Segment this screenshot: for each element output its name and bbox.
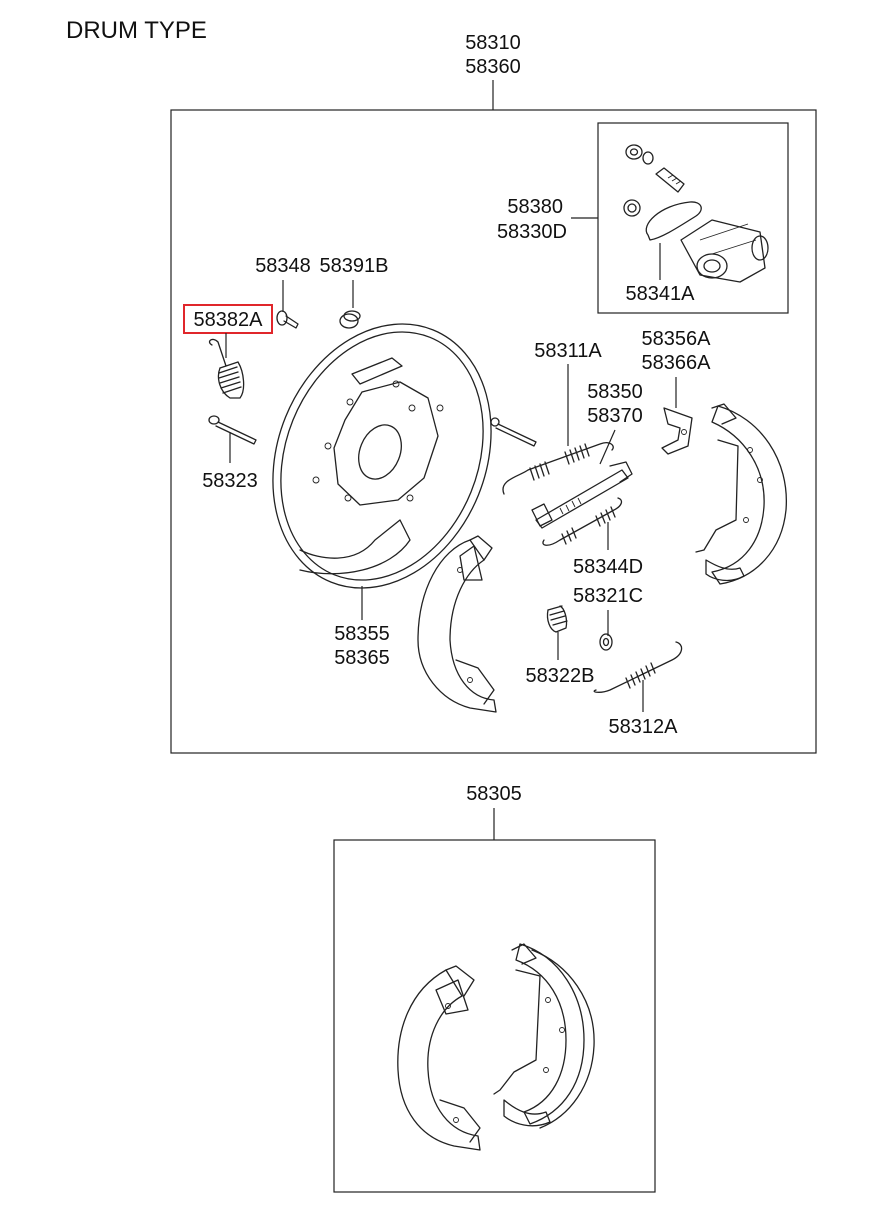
label-gasket[interactable]: 58341A bbox=[626, 283, 696, 305]
leader-adjuster bbox=[599, 429, 616, 465]
label-plug[interactable]: 58391B bbox=[320, 255, 389, 277]
adjuster-graphic bbox=[531, 461, 633, 529]
label-spring-adjuster[interactable]: 58344D bbox=[573, 556, 643, 578]
upper-spring-graphic bbox=[502, 442, 614, 495]
adjuster-spring-graphic bbox=[542, 497, 623, 546]
bolt-graphic bbox=[276, 310, 299, 329]
plug-graphic bbox=[339, 310, 361, 329]
backing-plate-graphic bbox=[272, 323, 492, 589]
label-wheel-cylinder-kit-2[interactable]: 58330D bbox=[497, 221, 567, 243]
right-shoe-graphic bbox=[695, 403, 787, 585]
label-lever-2[interactable]: 58366A bbox=[642, 352, 712, 374]
brake-shoe-graphic bbox=[417, 535, 497, 713]
label-pin[interactable]: 58323 bbox=[202, 470, 258, 492]
diagram-title: DRUM TYPE bbox=[66, 17, 207, 44]
label-assembly-2[interactable]: 58360 bbox=[465, 56, 521, 78]
cup-graphic bbox=[599, 633, 613, 651]
lower-spring-graphic bbox=[593, 641, 683, 693]
label-spring-upper[interactable]: 58311A bbox=[534, 340, 602, 362]
shoe-kit-frame bbox=[333, 839, 656, 1193]
label-backing-plate-1[interactable]: 58355 bbox=[334, 623, 390, 645]
shoe-kit-graphic bbox=[397, 943, 595, 1151]
label-selected-part[interactable]: 58382A bbox=[194, 309, 264, 331]
label-assembly-1[interactable]: 58310 bbox=[465, 32, 521, 54]
label-wheel-cylinder-kit-1[interactable]: 58380 bbox=[507, 196, 563, 218]
hold-down-spring-graphic bbox=[208, 338, 245, 399]
label-lever-1[interactable]: 58356A bbox=[642, 328, 712, 350]
wheel-cylinder-parts bbox=[623, 144, 769, 283]
label-bolt[interactable]: 58348 bbox=[255, 255, 311, 277]
label-spring-lower[interactable]: 58312A bbox=[609, 716, 679, 738]
pin-graphic bbox=[208, 415, 257, 445]
label-shoe-kit[interactable]: 58305 bbox=[466, 783, 522, 805]
selected-part-highlight[interactable] bbox=[183, 304, 273, 334]
label-cup[interactable]: 58321C bbox=[573, 585, 643, 607]
hold-spring-graphic bbox=[546, 605, 568, 633]
pin-right-graphic bbox=[490, 417, 537, 447]
label-adjuster-1[interactable]: 58350 bbox=[587, 381, 643, 403]
label-hold-spring[interactable]: 58322B bbox=[526, 665, 595, 687]
lever-graphic bbox=[661, 407, 693, 455]
assembly-frame bbox=[170, 109, 817, 754]
label-backing-plate-2[interactable]: 58365 bbox=[334, 647, 390, 669]
label-adjuster-2[interactable]: 58370 bbox=[587, 405, 643, 427]
